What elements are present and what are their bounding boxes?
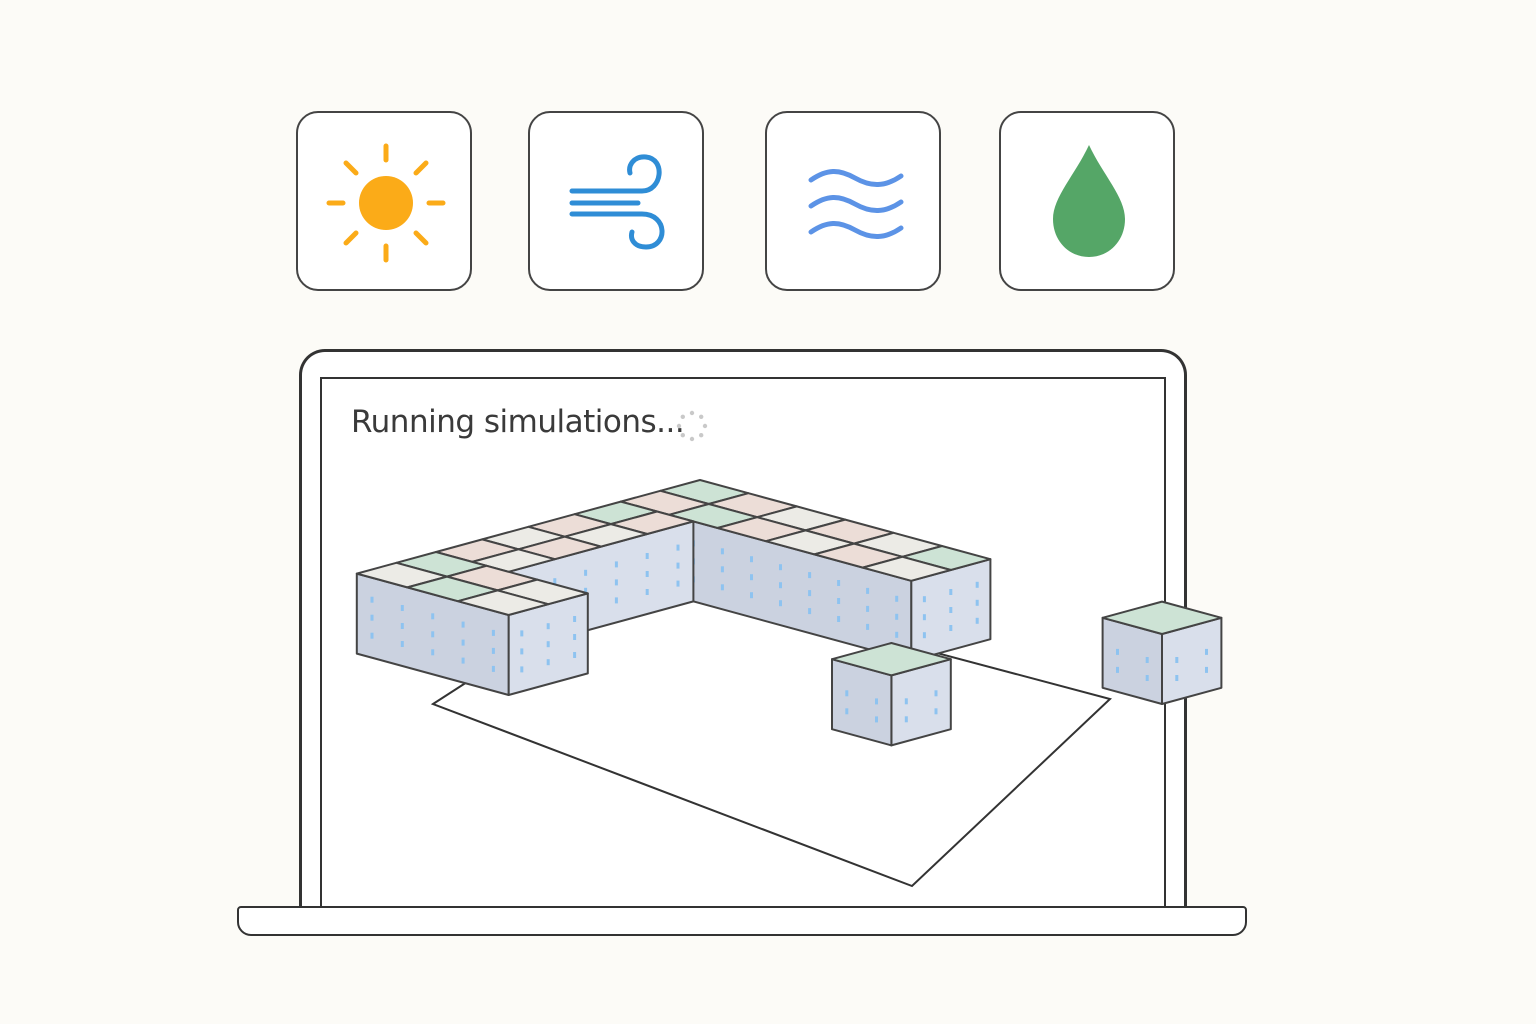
block-west-window: [676, 544, 680, 551]
block-tower-east-window: [1116, 648, 1119, 655]
block-north-window: [720, 548, 724, 555]
loading-spinner-icon: [676, 410, 708, 442]
block-west-window: [584, 587, 588, 594]
block-north-window: [895, 613, 899, 620]
block-west-window: [676, 580, 680, 587]
block-south-window: [370, 596, 374, 603]
sun-icon: [326, 143, 446, 263]
block-south-window: [370, 614, 374, 621]
block-tower-east-window: [1145, 675, 1149, 681]
block-north-window: [837, 616, 841, 622]
block-south-window: [461, 621, 465, 628]
block-west-window: [614, 597, 618, 604]
block-north-window: [808, 590, 812, 597]
block-south-window: [573, 616, 577, 622]
block-west-window: [676, 562, 680, 569]
block-north-window: [750, 592, 753, 599]
block-south-window: [400, 623, 404, 629]
block-tower-south-window: [934, 690, 938, 697]
block-north-window: [866, 605, 870, 612]
sun-tile: [296, 111, 472, 291]
block-south-window: [573, 652, 577, 658]
block-south-window: [370, 632, 374, 639]
water-drop-icon: [1053, 145, 1125, 257]
block-north-window: [779, 564, 782, 571]
block-south-window: [546, 641, 550, 648]
block-south-window: [461, 639, 465, 646]
block-north-window: [922, 632, 926, 639]
block-tower-south-window: [875, 716, 878, 723]
block-south-window: [546, 659, 550, 666]
block-south-window: [400, 605, 404, 611]
block-south-window: [431, 649, 435, 656]
block-tower-east-roof-tile: [1101, 600, 1223, 635]
block-north-window: [949, 625, 953, 631]
status-text: Running simulations...: [351, 404, 685, 440]
block-north-window: [975, 599, 979, 606]
block-north-window: [808, 572, 812, 579]
block-tower-south-roof-tile: [831, 642, 952, 677]
block-north-window: [779, 600, 782, 607]
block-north-window: [922, 596, 926, 603]
block-tower-south-window: [845, 708, 849, 715]
block-south-window: [520, 630, 524, 637]
block-north-window: [720, 584, 724, 591]
block-north-window: [922, 614, 926, 621]
block-south-roof-tile: [457, 589, 550, 616]
block-south-window: [431, 613, 435, 620]
block-south-window: [520, 648, 524, 655]
block-south-window: [400, 641, 404, 647]
block-tower-south-window: [904, 698, 908, 705]
block-north-window: [837, 598, 841, 604]
block-north-window: [975, 617, 979, 624]
block-north-window: [750, 574, 753, 581]
block-south-window: [431, 631, 435, 638]
block-south-window: [491, 647, 495, 654]
water-waves-icon: [808, 169, 904, 239]
laptop-base: [237, 906, 1247, 936]
block-south-window: [520, 666, 524, 673]
block-north-window: [720, 566, 724, 573]
block-north-window: [866, 623, 870, 630]
block-west-window: [614, 579, 618, 586]
block-south-window: [546, 623, 550, 630]
block-north-window: [808, 608, 812, 615]
block-tower-south-window: [875, 698, 878, 705]
block-tower-south-window: [845, 690, 849, 697]
block-north-window: [895, 595, 899, 602]
block-west-window: [645, 553, 649, 559]
block-west-window: [584, 569, 588, 576]
block-north-window: [949, 589, 953, 595]
block-west-window: [645, 589, 649, 595]
block-tower-east-window: [1205, 648, 1208, 655]
block-west-window: [553, 578, 557, 585]
wind-icon: [569, 154, 665, 250]
block-tower-east-window: [1175, 657, 1179, 663]
building-blocks: [355, 479, 1223, 747]
block-tower-east-window: [1145, 657, 1149, 663]
block-north-window: [949, 607, 953, 613]
block-west-window: [614, 561, 618, 568]
block-north-window: [975, 581, 979, 588]
block-tower-south-window: [934, 708, 938, 715]
water-tile: [765, 111, 941, 291]
drop-tile: [999, 111, 1175, 291]
wind-tile: [528, 111, 704, 291]
block-south-window: [491, 665, 495, 672]
block-tower-south-window: [904, 716, 908, 723]
block-north-window: [779, 582, 782, 589]
block-north-window: [837, 580, 841, 586]
block-north-window: [895, 631, 899, 638]
block-tower-east-window: [1116, 666, 1119, 673]
block-north-roof-tile: [861, 555, 952, 582]
block-south-window: [461, 657, 465, 664]
block-west-window: [645, 571, 649, 577]
block-tower-east-window: [1175, 675, 1179, 681]
block-tower-east-window: [1205, 666, 1208, 673]
block-north-window: [866, 587, 870, 594]
block-north-window: [750, 556, 753, 563]
block-south-window: [573, 634, 577, 640]
block-south-window: [491, 629, 495, 636]
